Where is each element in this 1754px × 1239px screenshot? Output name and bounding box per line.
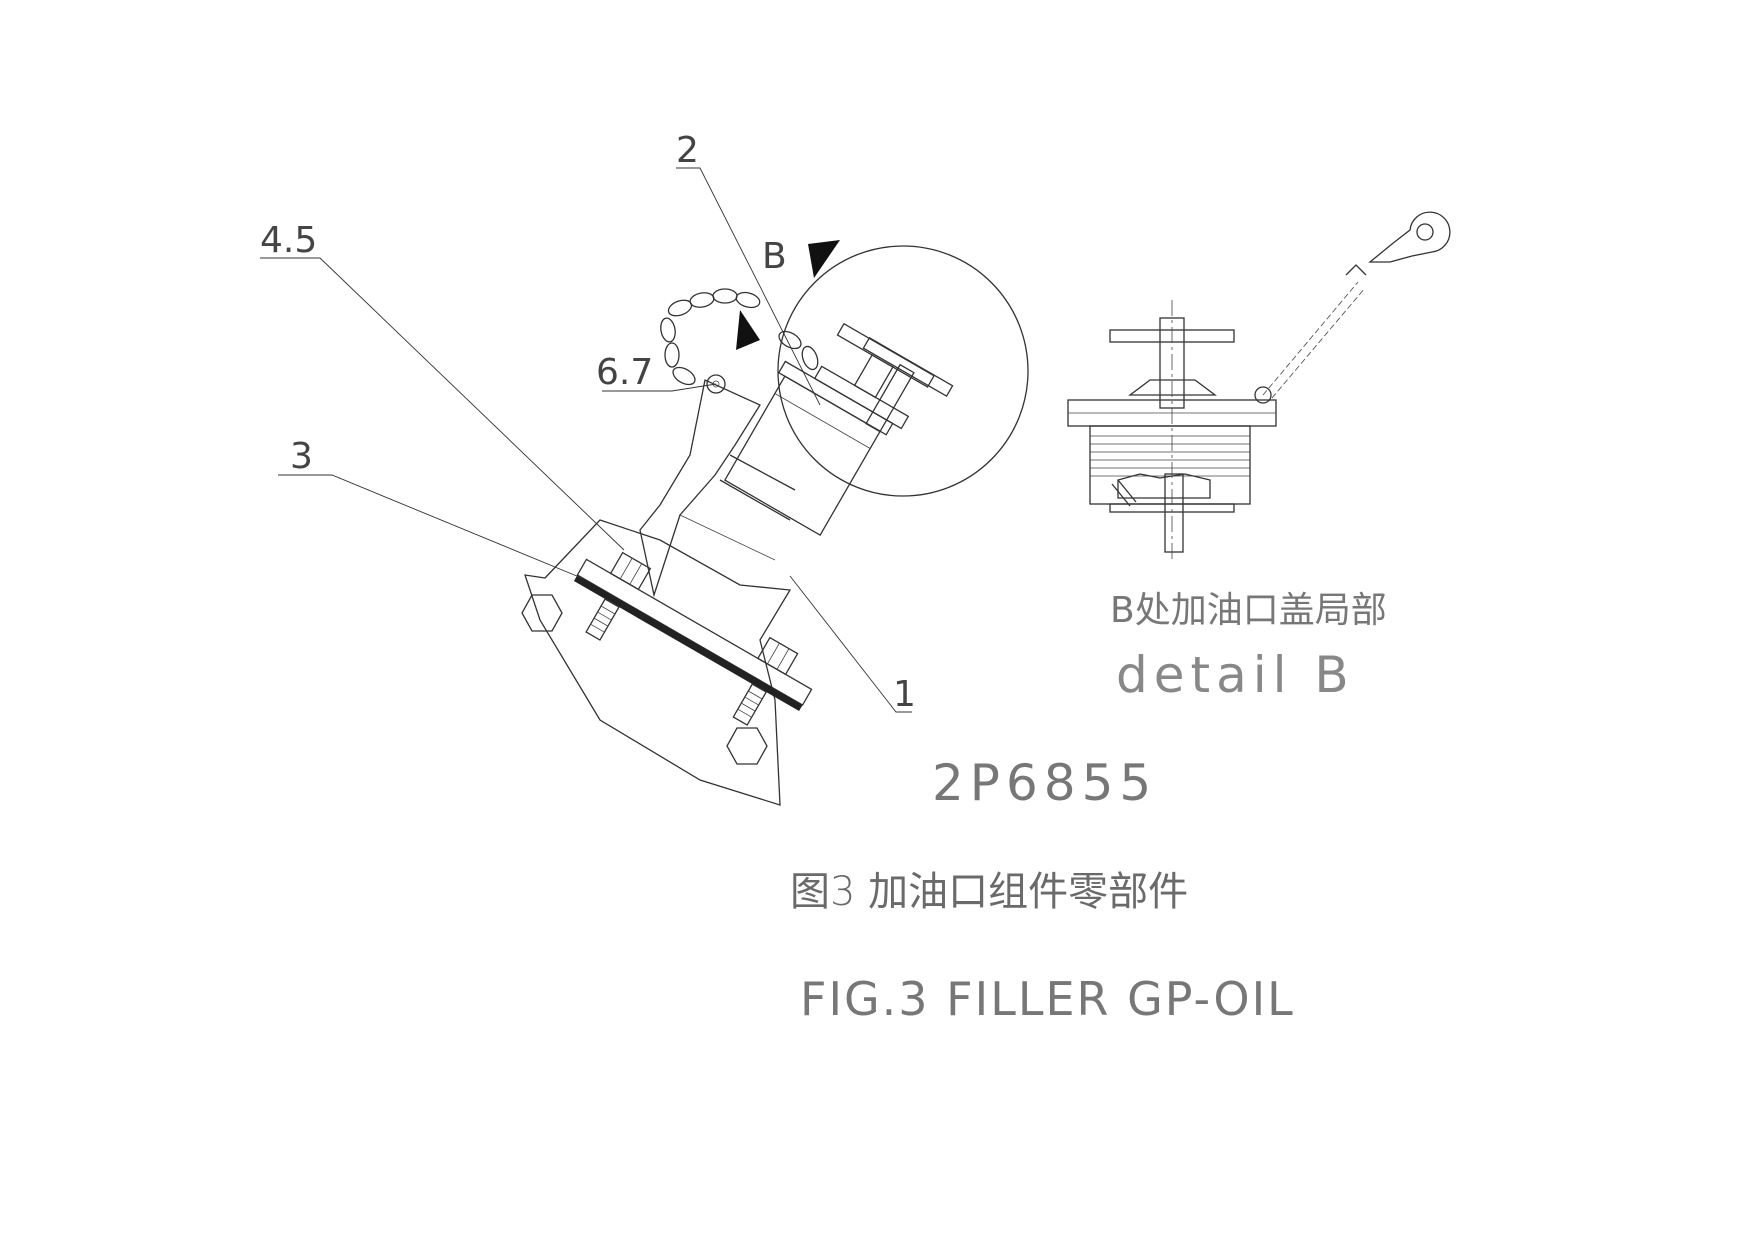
filler-cap: [813, 322, 935, 430]
callout-2: 2: [676, 130, 699, 171]
t-handle: [862, 336, 954, 433]
callout-67: 6.7: [596, 352, 653, 393]
hex-nut-bottom: [726, 727, 768, 765]
callout-45: 4.5: [260, 220, 317, 261]
caption-en: FIG.3 FILLER GP-OIL: [800, 972, 1295, 1026]
retaining-chain: [660, 288, 819, 394]
filler-tube: [639, 379, 761, 598]
bolt-right: [732, 636, 799, 726]
callout-leaders: [260, 167, 912, 713]
part-number: 2P6855: [932, 754, 1157, 812]
detail-b-view: [1067, 211, 1451, 560]
chain-pin: [706, 374, 726, 394]
flange-plate: [576, 558, 813, 706]
detail-title-en: detail B: [1116, 646, 1355, 704]
callout-3: 3: [290, 436, 313, 477]
callout-2-arrowhead: [736, 310, 760, 350]
detail-title-cn: B处加油口盖局部: [1110, 590, 1387, 631]
hex-nut-left: [521, 594, 563, 632]
caption-cn: 图3 加油口组件零部件: [790, 869, 1188, 915]
bolt-left: [585, 551, 652, 641]
flange-assembly: [573, 551, 813, 726]
gasket: [573, 575, 803, 712]
mounting-base-casting: [524, 519, 792, 806]
threads: [1090, 435, 1250, 477]
callout-1: 1: [893, 674, 916, 715]
tube-elbow: [719, 454, 796, 521]
view-label-b: B: [762, 236, 787, 277]
detail-b-arrow: [808, 240, 840, 278]
detail-b-circle: [777, 245, 1029, 497]
main-assembly-view: 2 4.5 6.7 3 1 B: [260, 130, 1029, 806]
